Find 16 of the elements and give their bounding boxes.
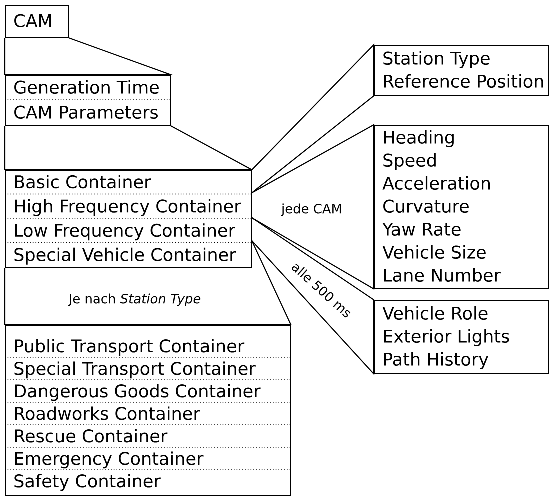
connector-line	[4, 240, 292, 326]
record-box: Vehicle Role Exterior Lights Path History	[374, 300, 549, 374]
connector-line	[252, 44, 375, 194]
record-box: Public Transport Container Special Transport Container Dangerous Goods Container Roadworks Container Rescue Container Emergency Container Safety Container	[4, 325, 292, 496]
record-box: Generation Time CAM Parameters	[4, 75, 172, 126]
edge-label: alle 500 ms	[292, 264, 351, 318]
record-box: Basic Container High Frequency Container Low Frequency Container Special Vehicle Container	[4, 170, 252, 268]
connector-line	[252, 124, 375, 290]
edge-label: jede CAM	[281, 204, 342, 216]
record-box: Station Type Reference Position	[374, 45, 549, 96]
connector-line	[252, 218, 375, 376]
record-box: Heading Speed Acceleration Curvature Yaw Rate Vehicle Size Lane Number	[374, 125, 549, 290]
edge-label: Je nach Station Type	[68, 294, 201, 306]
record-box: CAM	[5, 5, 70, 38]
connector-line	[4, 38, 174, 76]
connector-line	[4, 126, 254, 171]
